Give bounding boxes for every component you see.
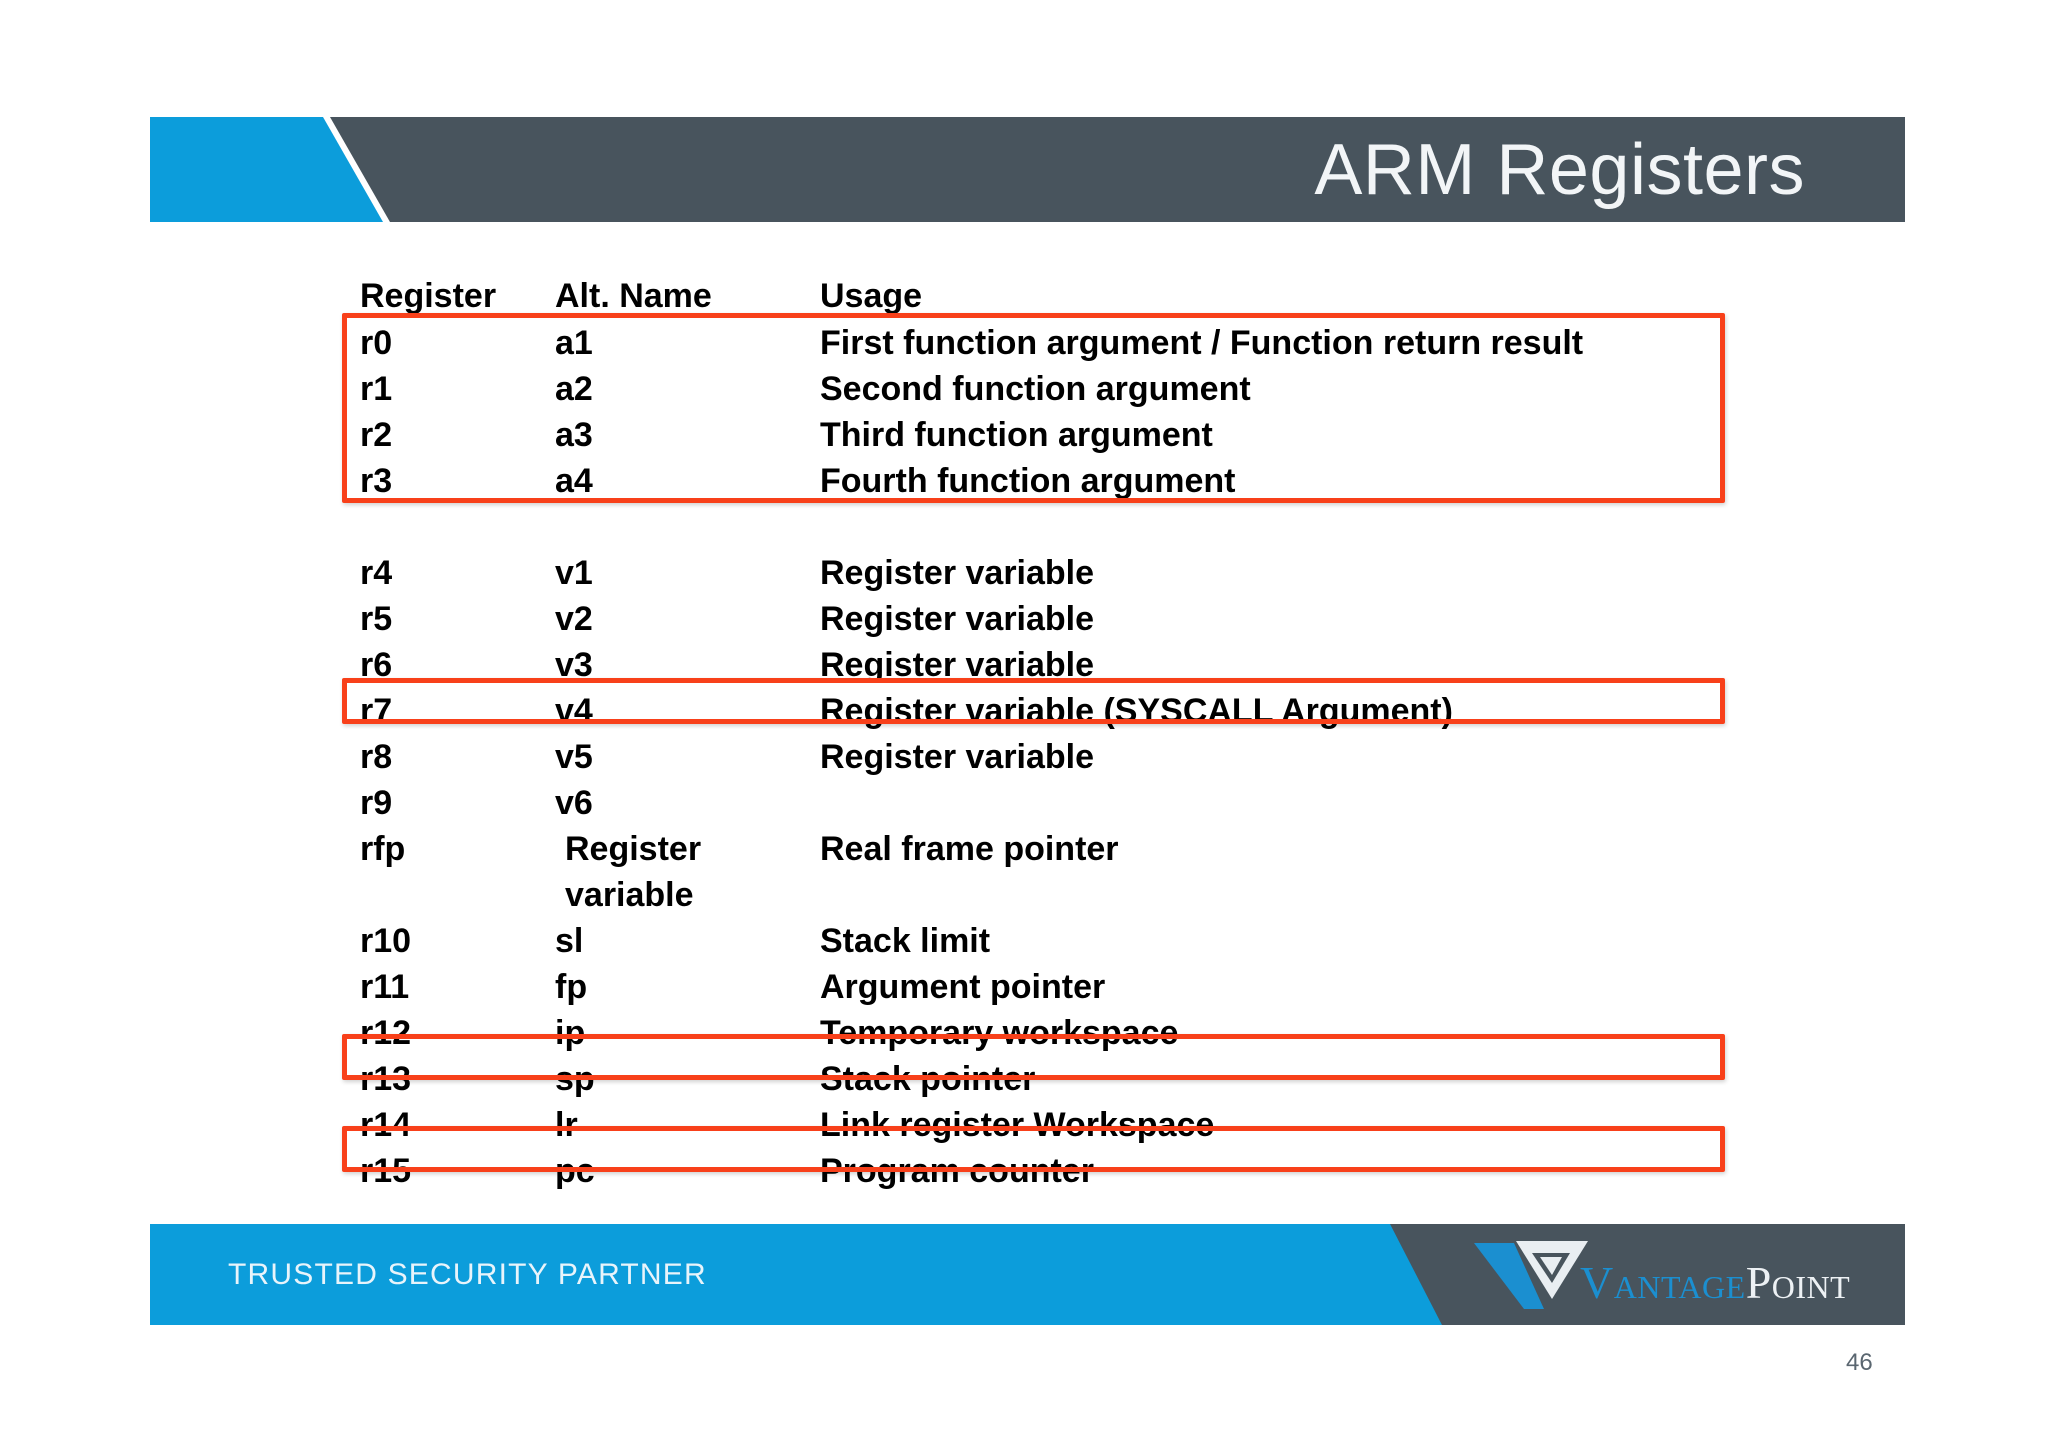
cell-alt-name: fp — [555, 968, 588, 1006]
cell-usage: Stack pointer — [820, 1060, 1036, 1098]
cell-alt-name: v3 — [555, 646, 593, 684]
table-row: r8 v5 Register variable — [360, 734, 1780, 780]
cell-register: rfp — [360, 830, 406, 868]
table-row: r4 v1 Register variable — [360, 550, 1780, 596]
table-row: r14 lr Link register Workspace — [360, 1102, 1780, 1148]
cell-register: r13 — [360, 1060, 412, 1098]
cell-usage: Register variable — [820, 554, 1095, 592]
cell-alt-name: v4 — [555, 692, 593, 730]
cell-register: r0 — [360, 324, 393, 362]
table-row: r6 v3 Register variable — [360, 642, 1780, 688]
cell-usage: Register variable (SYSCALL Argument) — [820, 692, 1453, 730]
cell-register: r6 — [360, 646, 393, 684]
cell-register: r15 — [360, 1152, 412, 1190]
cell-usage: Argument pointer — [820, 968, 1106, 1006]
cell-usage: Temporary workspace — [820, 1014, 1179, 1052]
cell-alt-name: a3 — [555, 416, 593, 454]
cell-usage: Link register Workspace — [820, 1106, 1215, 1144]
table-row: r2 a3 Third function argument — [360, 412, 1780, 458]
cell-usage: First function argument / Function retur… — [820, 324, 1584, 362]
table-row: rfp Register variable Real frame pointer — [360, 826, 1780, 918]
cell-usage: Second function argument — [820, 370, 1251, 408]
column-header-alt-name: Alt. Name — [555, 277, 712, 315]
cell-register: r2 — [360, 416, 393, 454]
column-header-usage: Usage — [820, 277, 923, 315]
cell-register: r3 — [360, 462, 393, 500]
vantagepoint-logo-mark-icon — [1470, 1239, 1592, 1313]
cell-alt-name: a2 — [555, 370, 593, 408]
page-number: 46 — [1846, 1349, 1873, 1376]
logo-word-point: Point — [1745, 1257, 1851, 1308]
table-row: r11 fp Argument pointer — [360, 964, 1780, 1010]
page-title: ARM Registers — [1314, 129, 1805, 210]
cell-usage: Real frame pointer — [820, 830, 1119, 868]
logo-word-vantage: Vantage — [1580, 1257, 1746, 1308]
cell-register: r10 — [360, 922, 412, 960]
cell-alt-name: v2 — [555, 600, 593, 638]
cell-usage: Stack limit — [820, 922, 991, 960]
cell-alt-name: sl — [555, 922, 584, 960]
header-dark-chevron — [330, 117, 1905, 222]
slide-header-banner: ARM Registers — [150, 117, 1905, 222]
column-header-register: Register — [360, 277, 497, 315]
footer-blue-chevron — [150, 1224, 1450, 1325]
arm-register-table: Register Alt. Name Usage r0 a1 First fun… — [360, 272, 1780, 1194]
cell-alt-name: a1 — [555, 324, 593, 362]
vantagepoint-logo-wordmark: VantagePoint — [1580, 1260, 1850, 1306]
table-row: r15 pc Program counter — [360, 1148, 1780, 1194]
table-row: r12 ip Temporary workspace — [360, 1010, 1780, 1056]
table-row: r9 v6 — [360, 780, 1780, 826]
cell-register: r8 — [360, 738, 393, 776]
table-row: r0 a1 First function argument / Function… — [360, 320, 1780, 366]
cell-register: r9 — [360, 784, 393, 822]
vantagepoint-logo: VantagePoint — [1470, 1236, 1850, 1316]
table-row: r10 sl Stack limit — [360, 918, 1780, 964]
cell-alt-name: v5 — [555, 738, 593, 776]
cell-register: r11 — [360, 968, 410, 1006]
cell-register: r5 — [360, 600, 393, 638]
table-row: r1 a2 Second function argument — [360, 366, 1780, 412]
table-row: r7 v4 Register variable (SYSCALL Argumen… — [360, 688, 1780, 734]
table-row: r13 sp Stack pointer — [360, 1056, 1780, 1102]
table-row: r3 a4 Fourth function argument — [360, 458, 1780, 504]
cell-alt-name: sp — [555, 1060, 595, 1098]
cell-alt-name: ip — [555, 1014, 586, 1052]
cell-register: r12 — [360, 1014, 412, 1052]
cell-usage: Register variable — [820, 738, 1095, 776]
cell-usage: Third function argument — [820, 416, 1213, 454]
cell-register: r4 — [360, 554, 393, 592]
cell-usage: Register variable — [820, 600, 1095, 638]
cell-usage: Program counter — [820, 1152, 1094, 1190]
cell-alt-name: pc — [555, 1152, 595, 1190]
cell-register: r14 — [360, 1106, 412, 1144]
cell-alt-name: a4 — [555, 462, 593, 500]
slide-footer-banner: TRUSTED SECURITY PARTNER VantagePoint — [150, 1224, 1905, 1325]
table-row: r5 v2 Register variable — [360, 596, 1780, 642]
cell-alt-name: v1 — [555, 554, 593, 592]
cell-alt-name: Register variable — [565, 830, 702, 914]
cell-alt-name: lr — [555, 1106, 578, 1144]
footer-tagline: TRUSTED SECURITY PARTNER — [228, 1257, 707, 1291]
cell-alt-name: v6 — [555, 784, 593, 822]
footer-dark-chevron — [1390, 1224, 1905, 1325]
cell-register: r7 — [360, 692, 393, 730]
cell-usage: Fourth function argument — [820, 462, 1236, 500]
cell-usage: Register variable — [820, 646, 1095, 684]
table-header-row: Register Alt. Name Usage — [360, 272, 1780, 320]
table-group-spacer — [360, 504, 1780, 550]
cell-register: r1 — [360, 370, 393, 408]
